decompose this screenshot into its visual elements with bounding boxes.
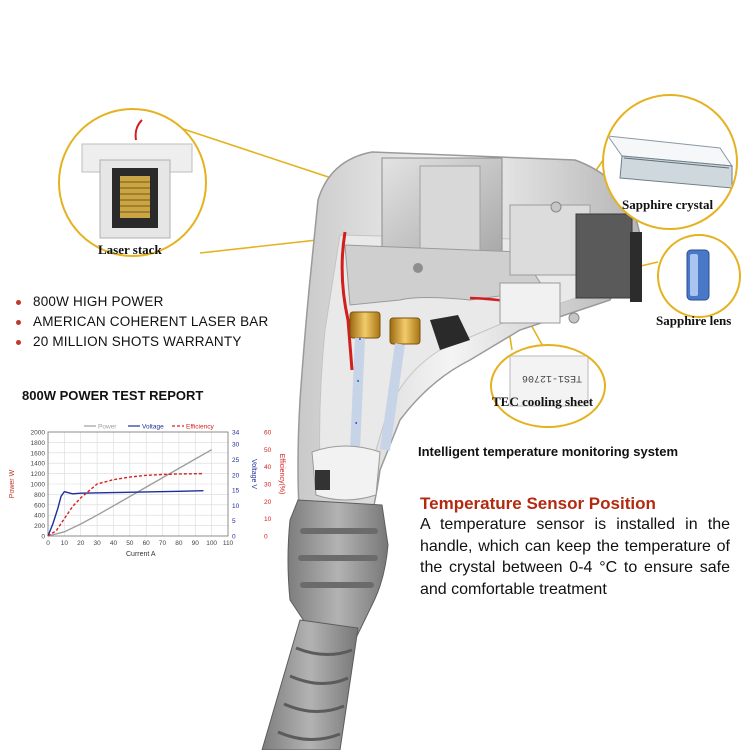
efficiency-tick-label: 50 (264, 447, 272, 454)
report-title: 800W POWER TEST REPORT (22, 388, 204, 403)
efficiency-tick-label: 20 (264, 499, 272, 506)
sapphire-lens-image (686, 249, 710, 301)
feature-list: 800W HIGH POWER AMERICAN COHERENT LASER … (16, 292, 268, 352)
x-axis-label: Current A (126, 551, 156, 558)
x-tick-label: 100 (206, 540, 217, 547)
tec-chip-marking: TES1-12706 (522, 372, 583, 383)
x-tick-label: 30 (93, 540, 101, 547)
series-line-power (47, 449, 212, 537)
x-tick-label: 60 (143, 540, 151, 547)
y-tick-label: 800 (34, 492, 45, 499)
x-tick-label: 90 (192, 540, 200, 547)
sapphire-crystal-image (606, 135, 733, 189)
tec-cooling-sheet-callout: TES1-12706 (490, 344, 606, 428)
y-tick-label: 2000 (31, 430, 46, 437)
voltage-tick-label: 15 (232, 488, 240, 495)
x-tick-label: 110 (223, 540, 234, 547)
laser-stack-label: Laser stack (98, 242, 162, 257)
tec-cooling-sheet-label: TEC cooling sheet (492, 394, 594, 409)
voltage-tick-label: 20 (232, 472, 240, 479)
voltage-tick-label: 30 (232, 442, 240, 449)
laser-stack-callout (58, 108, 207, 257)
y-tick-label: 1000 (31, 482, 46, 489)
voltage-tick-label: 34 (232, 430, 240, 437)
y-tick-label: 1200 (31, 471, 46, 478)
x-tick-label: 50 (126, 540, 134, 547)
y-tick-label: 0 (41, 534, 45, 541)
x-tick-label: 40 (110, 540, 118, 547)
voltage-tick-label: 10 (232, 503, 240, 510)
sapphire-crystal-label: Sapphire crystal (622, 197, 714, 212)
tec-chip-image (509, 355, 589, 407)
legend-label: Efficiency (186, 424, 214, 431)
bullet-dot (16, 299, 21, 305)
efficiency-tick-label: 0 (264, 534, 268, 541)
sensor-title: Temperature Sensor Position (420, 494, 656, 513)
x-tick-label: 80 (175, 540, 183, 547)
legend-label: Voltage (142, 424, 164, 431)
y-axis-label-power: Power W (9, 469, 16, 498)
voltage-tick-label: 0 (232, 534, 236, 541)
bullet-dot (16, 319, 21, 325)
sapphire-lens-label: Sapphire lens (656, 313, 732, 328)
y-tick-label: 1600 (31, 450, 46, 457)
y-tick-label: 1800 (31, 440, 46, 447)
feature-item: 800W HIGH POWER (16, 292, 268, 312)
x-tick-label: 70 (159, 540, 167, 547)
y-tick-label: 1400 (31, 461, 46, 468)
plot-frame (47, 431, 229, 537)
sapphire-crystal-callout (602, 94, 738, 230)
efficiency-tick-label: 30 (264, 482, 272, 489)
y-axis-label-voltage: Voltage V (250, 459, 257, 489)
sapphire-lens-callout (657, 234, 741, 318)
series-line-efficiency (47, 472, 204, 537)
y-tick-label: 600 (34, 502, 45, 509)
feature-item: AMERICAN COHERENT LASER BAR (16, 312, 268, 332)
bullet-dot (16, 339, 21, 345)
series-line-voltage (47, 490, 204, 537)
legend-label: Power (98, 424, 117, 431)
sensor-description: A temperature sensor is installed in the… (420, 516, 730, 598)
y-axis-label-efficiency: Efficiency(%) (278, 454, 285, 495)
monitor-caption: Intelligent temperature monitoring syste… (418, 444, 679, 459)
x-tick-label: 0 (46, 540, 50, 547)
voltage-tick-label: 5 (232, 518, 236, 525)
y-tick-label: 200 (34, 523, 45, 530)
voltage-tick-label: 25 (232, 457, 240, 464)
efficiency-tick-label: 60 (264, 430, 272, 437)
x-tick-label: 10 (61, 540, 69, 547)
efficiency-tick-label: 40 (264, 464, 272, 471)
y-tick-label: 400 (34, 513, 45, 520)
feature-item: 20 MILLION SHOTS WARRANTY (16, 332, 268, 352)
laser-stack-image (81, 119, 193, 239)
efficiency-tick-label: 10 (264, 516, 272, 523)
x-tick-label: 20 (77, 540, 85, 547)
